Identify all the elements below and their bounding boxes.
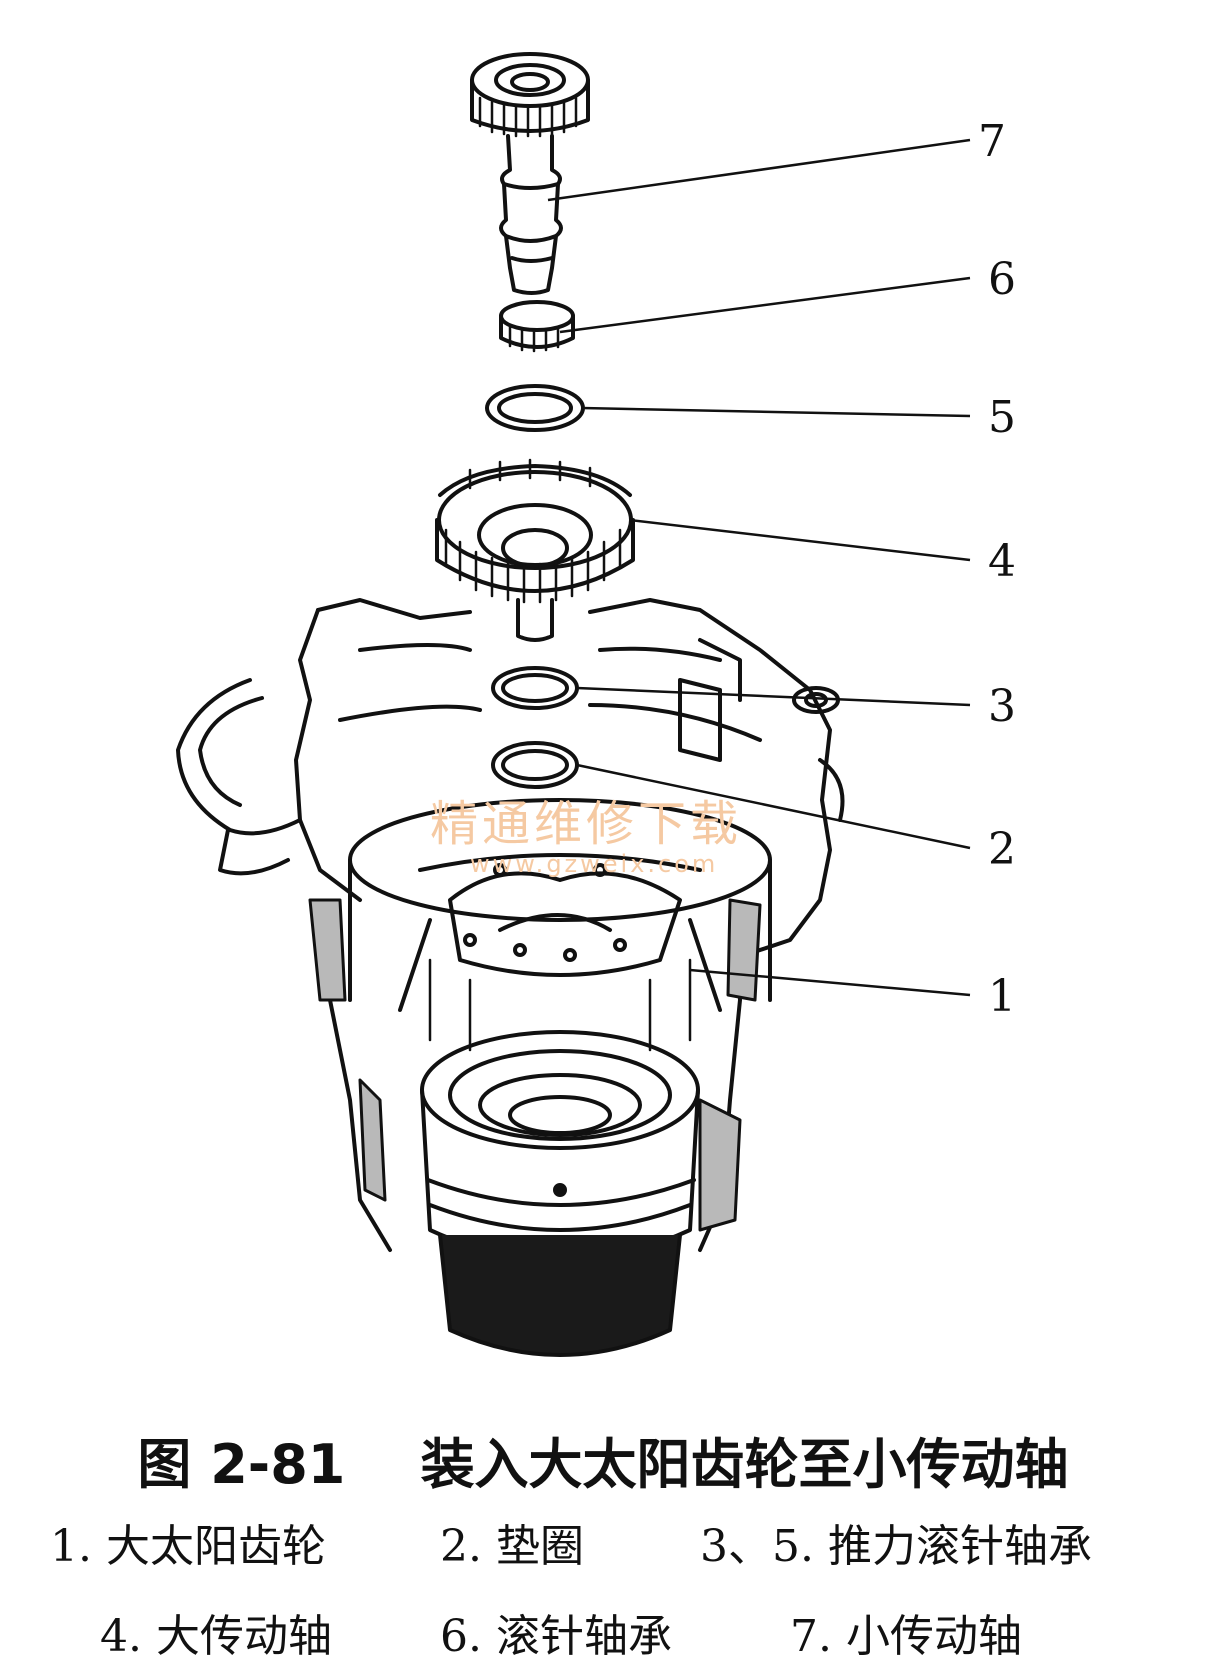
thrust-needle-bearing-upper: [485, 384, 585, 432]
watermark-url: www.gzweix.com: [470, 850, 718, 878]
washer: [491, 741, 579, 789]
callout-7: 7: [978, 116, 1006, 167]
needle-bearing: [499, 300, 575, 353]
callout-4: 4: [988, 536, 1016, 587]
large-drive-shaft: [435, 458, 635, 642]
callout-3: 3: [988, 681, 1016, 732]
figure-caption: 图 2-81 装入大太阳齿轮至小传动轴: [0, 1420, 1206, 1499]
leader-lines: [547, 138, 971, 997]
legend-item-3-5: 3、5. 推力滚针轴承: [700, 1521, 1092, 1572]
small-drive-shaft: [470, 52, 590, 295]
watermark-text: 精通维修下载: [430, 796, 742, 852]
legend-item-2: 2. 垫圈: [440, 1521, 584, 1572]
callout-1: 1: [988, 971, 1016, 1022]
transmission-case: [176, 598, 845, 1357]
figure-title: 装入大太阳齿轮至小传动轴: [420, 1433, 1069, 1496]
thrust-needle-bearing-lower: [491, 666, 579, 710]
legend-item-7: 7. 小传动轴: [790, 1611, 1022, 1662]
exploded-assembly-diagram: 7 6 5 4 3 2 1 精通维修下载 www.gzweix.com: [176, 52, 1016, 1357]
legend-item-4: 4. 大传动轴: [100, 1611, 332, 1662]
figure-number: 图 2-81: [137, 1433, 346, 1496]
callout-2: 2: [988, 824, 1016, 875]
callout-5: 5: [988, 392, 1016, 443]
legend-item-6: 6. 滚针轴承: [440, 1611, 672, 1662]
legend-item-1: 1. 大太阳齿轮: [50, 1521, 326, 1572]
callout-6: 6: [988, 254, 1016, 305]
